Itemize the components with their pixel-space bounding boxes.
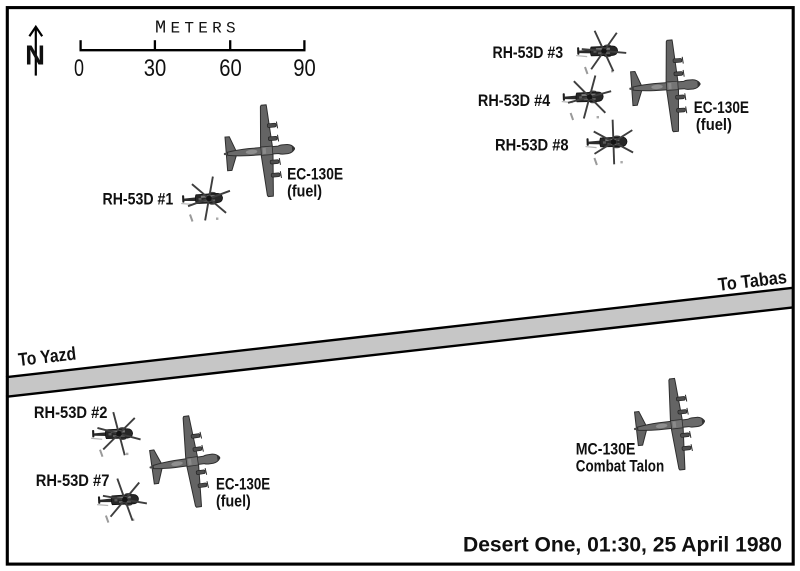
svg-text:0: 0: [74, 55, 84, 82]
svg-text:MC-130E: MC-130E: [576, 440, 636, 458]
svg-text:RH-53D #1: RH-53D #1: [103, 190, 174, 208]
svg-text:60: 60: [219, 55, 242, 82]
svg-text:EC-130E: EC-130E: [287, 165, 343, 183]
svg-text:METERS: METERS: [155, 18, 240, 39]
svg-text:RH-53D #2: RH-53D #2: [34, 404, 108, 422]
svg-text:EC-130E: EC-130E: [216, 476, 270, 494]
svg-text:To Yazd: To Yazd: [17, 343, 77, 370]
svg-text:Combat Talon: Combat Talon: [576, 458, 664, 476]
svg-text:90: 90: [293, 55, 316, 82]
svg-text:N: N: [25, 40, 45, 71]
svg-text:RH-53D #3: RH-53D #3: [493, 44, 564, 62]
svg-text:RH-53D #8: RH-53D #8: [495, 137, 569, 155]
svg-text:(fuel): (fuel): [216, 493, 251, 511]
svg-text:RH-53D #4: RH-53D #4: [478, 92, 550, 110]
svg-text:30: 30: [144, 55, 167, 82]
svg-text:(fuel): (fuel): [696, 116, 732, 134]
svg-text:RH-53D #7: RH-53D #7: [36, 472, 110, 490]
svg-text:(fuel): (fuel): [287, 182, 322, 200]
svg-text:Desert One, 01:30, 25 April 19: Desert One, 01:30, 25 April 1980: [463, 531, 782, 556]
svg-text:EC-130E: EC-130E: [694, 99, 749, 117]
